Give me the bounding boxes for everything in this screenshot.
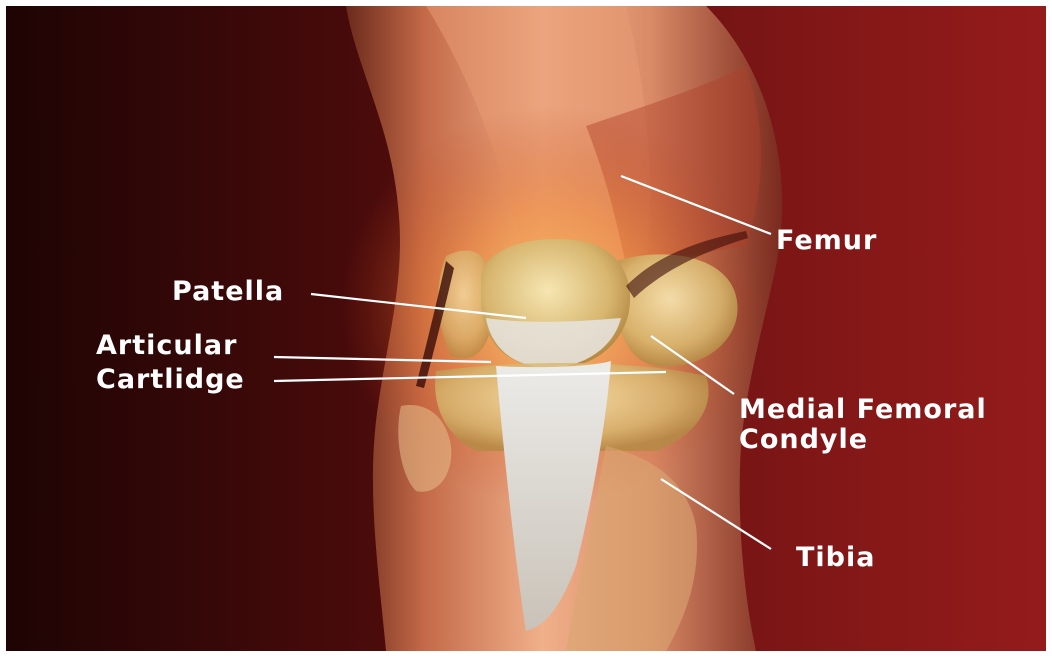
knee-diagram-svg: Femur Patella Articular Cartlidge Medial… bbox=[6, 6, 1046, 651]
knee-anatomy-illustration: Femur Patella Articular Cartlidge Medial… bbox=[6, 6, 1046, 651]
medial-femoral-label: Medial Femoral bbox=[739, 394, 987, 425]
cartlidge-label: Cartlidge bbox=[96, 364, 245, 395]
condyle-label: Condyle bbox=[739, 424, 868, 455]
femur-label: Femur bbox=[776, 225, 877, 256]
tibia-label: Tibia bbox=[796, 542, 875, 573]
patella-label: Patella bbox=[172, 276, 284, 307]
articular-label: Articular bbox=[96, 330, 237, 361]
